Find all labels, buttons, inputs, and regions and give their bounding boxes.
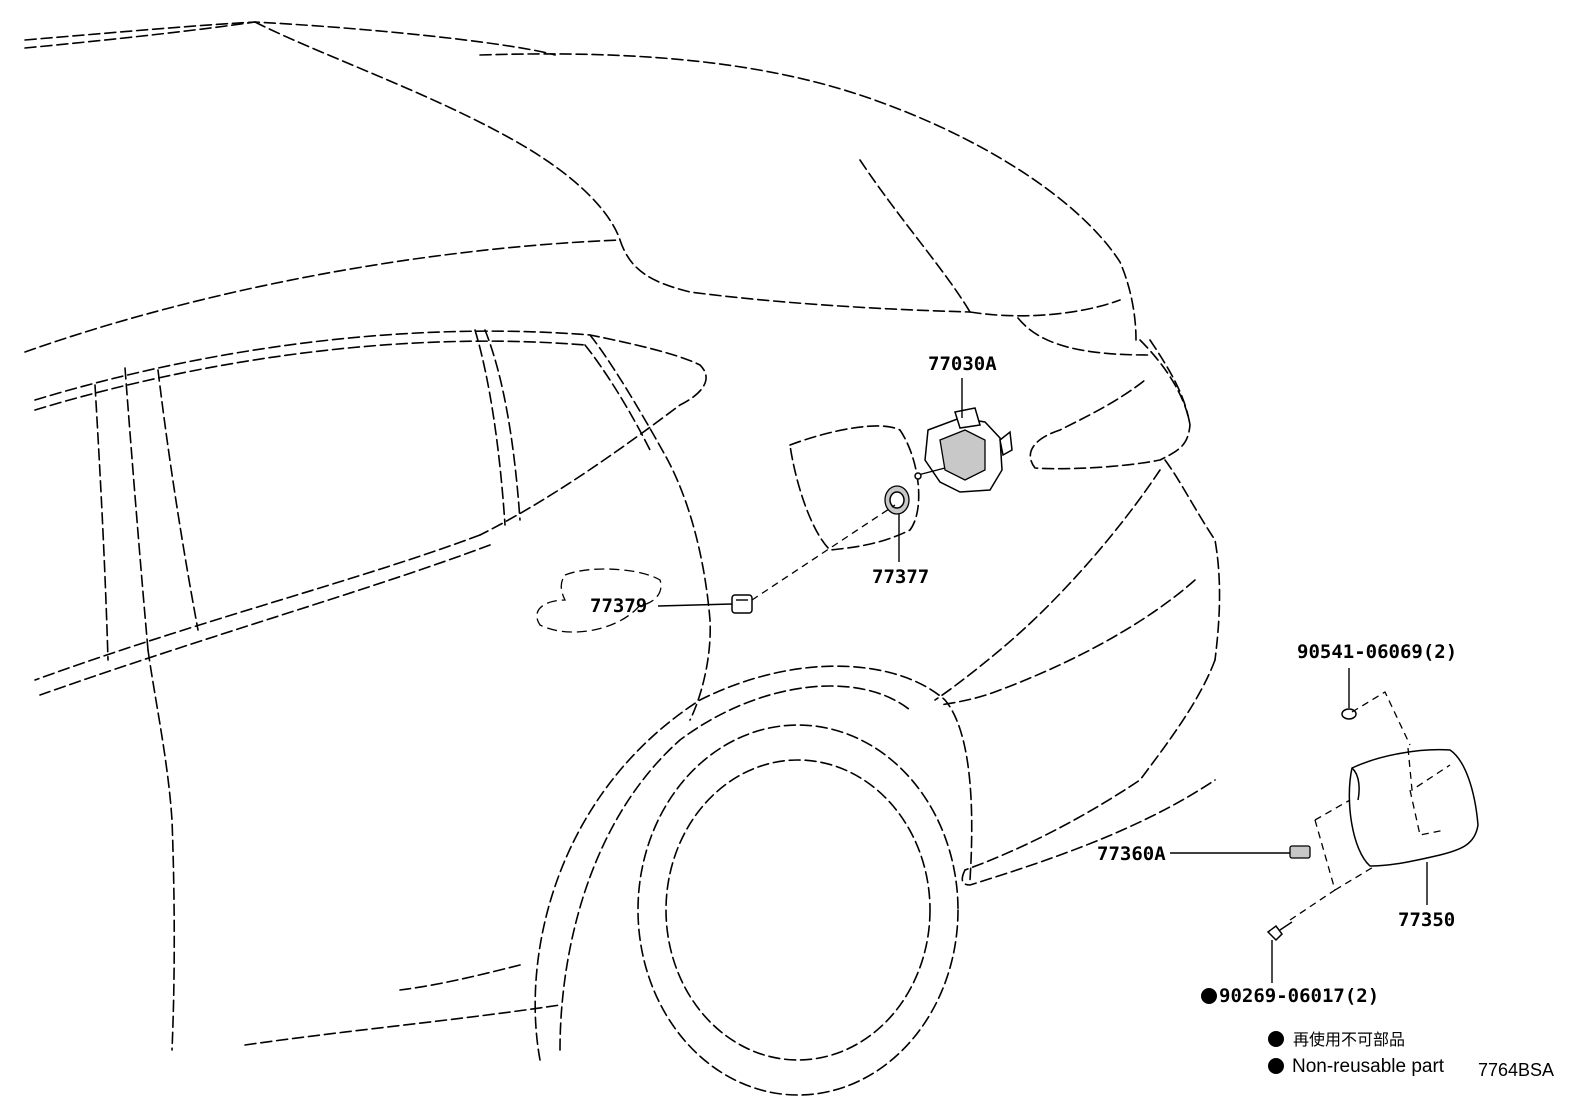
legend-marker-jp [1268,1031,1284,1047]
fuel-lid-screw [1266,921,1293,942]
non-reusable-marker [1201,988,1217,1004]
legend: 再使用不可部品 Non-reusable part [1268,1030,1445,1077]
legend-label-en: Non-reusable part [1292,1056,1445,1077]
callout-77350: 77350 [1398,909,1455,931]
fuel-lid-clip [731,594,753,614]
callout-77377: 77377 [872,566,929,588]
callout-77360A: 77360A [1097,843,1166,865]
callout-77379: 77379 [590,595,647,617]
fuel-filler-lid [1348,747,1479,867]
callout-77030A: 77030A [928,353,997,375]
fuel-lid-lock-actuator [914,407,1013,493]
callout-90541-06069: 90541-06069(2) [1297,641,1457,663]
fuel-lid-hinge [1289,845,1311,859]
fuel-lid-grommet [884,485,910,515]
diagram-reference-code: 7764BSA [1478,1060,1554,1080]
assembly-lines [751,504,1411,921]
vehicle-body-outline [24,21,1221,1096]
legend-marker-en [1268,1058,1284,1074]
legend-label-jp: 再使用不可部品 [1293,1030,1405,1049]
callout-leaders [657,378,1428,983]
callout-90269-06017: 90269-06017(2) [1219,985,1379,1007]
